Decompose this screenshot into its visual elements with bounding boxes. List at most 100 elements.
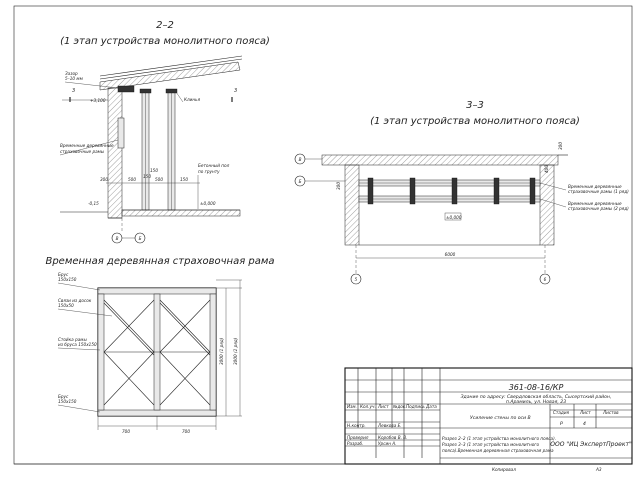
left-brace bbox=[117, 117, 125, 149]
label-brus-top-1: Брус bbox=[58, 272, 69, 277]
frame-dim-height-1: 3000 (1 ряд) bbox=[219, 337, 224, 365]
cut-mark-right: 3 bbox=[234, 88, 237, 94]
left-wall-3-3 bbox=[344, 164, 360, 246]
label-brus-top-2: 150х150 bbox=[58, 277, 77, 282]
stage-value: Р bbox=[560, 421, 563, 427]
stage-label: Стадия bbox=[553, 410, 570, 415]
frame-view-title: Временная деревянная страховочная рама bbox=[45, 256, 274, 267]
frame-post-blocks bbox=[367, 177, 536, 205]
channel-label: Клинья bbox=[184, 97, 201, 102]
role-razrab: Разраб. bbox=[347, 441, 363, 446]
company-name: ООО "ИЦ ЭкспертПроект" bbox=[550, 441, 632, 448]
axis-bubble-6 bbox=[539, 273, 551, 285]
dim-left-3-3: 300 bbox=[336, 182, 341, 190]
drawing-list-2: Разрез 3–3 (1 этап устройства монолитног… bbox=[442, 442, 539, 447]
dim-500-a: 500 bbox=[128, 177, 136, 182]
address-line-1: Здание по адресу: Свердловская область, … bbox=[461, 394, 612, 400]
axis-b-2-2: В bbox=[116, 236, 119, 241]
top-slab-3-3 bbox=[321, 154, 559, 166]
gap-leader bbox=[64, 81, 119, 89]
gap-value: 5–10 мм bbox=[65, 76, 83, 81]
section-3-3: 3–3 (1 этап устройства монолитного пояса… bbox=[294, 100, 629, 285]
level-box bbox=[444, 212, 462, 221]
level-top: +3,100 bbox=[90, 98, 106, 103]
frame-row-2-label-b: страховочные рамы (2 ряд) bbox=[568, 206, 629, 211]
frame-row-2-label-a: Временные деревянные bbox=[568, 201, 622, 206]
drawing-list-1: Разрез 2–2 (1 этап устройства монолитног… bbox=[442, 436, 556, 441]
roof-edge-line-2 bbox=[99, 58, 243, 80]
post-cap-1 bbox=[139, 88, 152, 94]
dim-top-3-3: 300 bbox=[558, 142, 563, 150]
frame-row-1-leader bbox=[539, 182, 567, 191]
frame-dim-height-2: 3000 (2 ряд) bbox=[233, 337, 238, 365]
cut-mark-left: 3 bbox=[72, 88, 75, 94]
format-label: А3 bbox=[595, 467, 602, 472]
axis-b-3-3: В bbox=[299, 157, 302, 162]
axis-5: 5 bbox=[355, 277, 358, 282]
concrete-floor-label-1: Бетонный пол bbox=[198, 163, 230, 168]
label-boards-1: Связи из досок bbox=[58, 298, 92, 303]
header-data: Дата bbox=[425, 404, 437, 409]
channel-leader bbox=[175, 91, 184, 103]
wall-2-2 bbox=[107, 87, 123, 219]
label-post-1: Стойка рамы bbox=[58, 337, 87, 342]
header-list: Лист bbox=[377, 404, 389, 409]
right-wall-3-3 bbox=[539, 164, 555, 246]
roof-edge-line bbox=[99, 55, 243, 77]
section-2-2-subtitle: (1 этап устройства монолитного пояса) bbox=[60, 36, 270, 47]
temp-frame-label-1: Временные деревянные bbox=[60, 143, 114, 148]
concrete-floor-label-2: по грунту bbox=[198, 169, 220, 174]
label-boards-2: 150х50 bbox=[58, 303, 74, 308]
drawing-list-3: пояса).Временная деревянная страховочная… bbox=[442, 448, 554, 453]
frame-bracing bbox=[103, 299, 211, 406]
label-brus-bot-leader bbox=[57, 404, 101, 413]
label-brus-bot-1: Брус bbox=[58, 394, 69, 399]
label-post-leader bbox=[57, 347, 101, 351]
dim-150-a: 150 bbox=[150, 168, 158, 173]
axis-v-3-3: Б bbox=[299, 179, 302, 184]
frame-view: Временная деревянная страховочная рама Б… bbox=[45, 256, 274, 434]
name-proveril: Коробов В. В. bbox=[378, 435, 407, 440]
axis-v-2-2: Б bbox=[139, 236, 142, 241]
sheet-value: 4 bbox=[583, 421, 586, 427]
header-koluch: Кол.уч. bbox=[360, 404, 376, 409]
dim-right-3-3: 400 bbox=[544, 165, 549, 173]
copied-label: Копировал bbox=[492, 467, 516, 472]
frame-post-left bbox=[97, 293, 105, 411]
address-line-2: п.Арамиль, ул. Новая, 23 bbox=[506, 399, 566, 405]
axis-6: 6 bbox=[544, 277, 547, 282]
temp-frame-leader bbox=[59, 139, 119, 156]
header-podpis: Подпись bbox=[406, 404, 425, 409]
temp-frame-label-2: страховочные рамы bbox=[60, 149, 105, 154]
name-nkontr: Левкова Е. bbox=[377, 423, 402, 428]
gap-label: Зазор bbox=[65, 71, 78, 76]
label-brus-bot-2: 150х150 bbox=[58, 399, 77, 404]
section-2-2-title: 2–2 bbox=[156, 20, 174, 31]
level-zero-2-2: ±0,000 bbox=[200, 201, 216, 206]
dim-150-c: 150 bbox=[180, 177, 188, 182]
dim-300: 300 bbox=[100, 177, 108, 182]
dim-500-b: 500 bbox=[155, 177, 163, 182]
sheets-label: Листов bbox=[602, 410, 619, 415]
sheet-label: Лист bbox=[579, 410, 591, 415]
label-post-2: из бруса 150х150 bbox=[58, 342, 97, 347]
frame-post-right bbox=[209, 293, 217, 411]
frame-row-1-label-b: страховочные рамы (1 ряд) bbox=[568, 189, 629, 194]
section-3-3-title: 3–3 bbox=[466, 100, 484, 111]
frame-dim-bottom-left: 700 bbox=[122, 429, 130, 434]
concrete-floor bbox=[121, 209, 241, 217]
role-nkontr: Н.контр. bbox=[347, 423, 366, 428]
title-block: 361-08-16/КР Здание по адресу: Свердловс… bbox=[344, 367, 633, 472]
level-label-3-3: ±0,000 bbox=[446, 215, 462, 220]
dim-150-b: 150 bbox=[143, 174, 151, 179]
sheet-title: Усиление стены по оси В bbox=[470, 415, 531, 421]
label-brus-top-leader bbox=[57, 282, 101, 291]
roof-slab-2-2 bbox=[99, 61, 241, 91]
monolithic-belt bbox=[117, 85, 135, 93]
label-boards-leader bbox=[57, 308, 113, 317]
frame-top-beam bbox=[97, 287, 217, 295]
title-block-frame bbox=[344, 367, 633, 465]
name-razrab: Урсин А. bbox=[378, 441, 397, 446]
post-cap-2 bbox=[165, 88, 178, 94]
project-code: 361-08-16/КР bbox=[509, 383, 564, 392]
